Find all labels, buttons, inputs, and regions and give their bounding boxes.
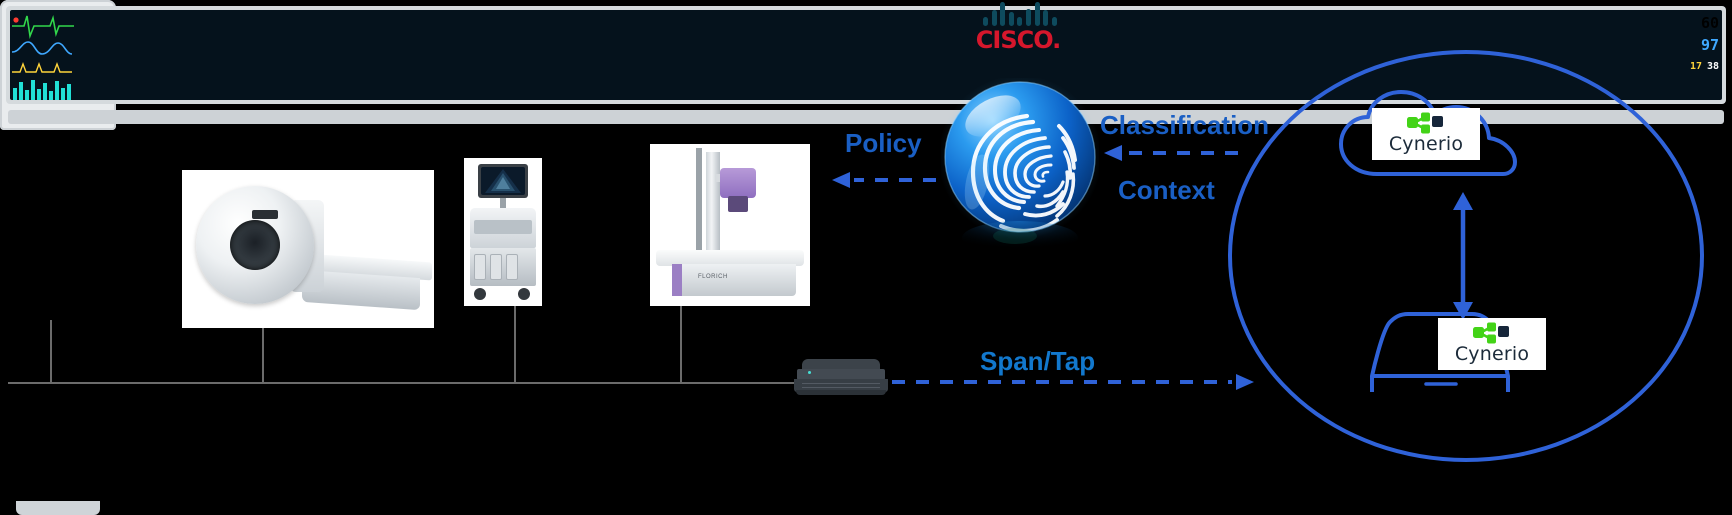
- ultrasound-monitor: [478, 164, 528, 198]
- cisco-bar-4: [1008, 12, 1014, 26]
- xray-plate-label: FLORICH: [698, 274, 728, 280]
- label-policy: Policy: [845, 128, 922, 158]
- ultrasound-probe-right: [506, 254, 518, 280]
- ultrasound-probe-left: [474, 254, 486, 280]
- label-classification: Classification: [1100, 110, 1270, 140]
- cisco-bar-5: [1017, 17, 1023, 26]
- fingerprint-sphere-svg: [938, 75, 1102, 255]
- ultrasound-wheel-left: [474, 288, 486, 300]
- cisco-logo: CISCO.: [965, 2, 1071, 54]
- cisco-wordmark: CISCO.: [975, 26, 1061, 54]
- cynerio-node-graph-icon: [1407, 112, 1443, 134]
- switch-port-row-1: [802, 383, 880, 384]
- arrow-classification: [1104, 145, 1238, 161]
- arrow-span-tap: [892, 374, 1254, 390]
- xray-accent-strip: [672, 264, 682, 296]
- switch-port-row-2: [802, 387, 880, 388]
- switch-front: [794, 379, 888, 392]
- xray-collimator: [728, 196, 748, 212]
- device-ct-scanner: [182, 170, 434, 328]
- xray-rail: [696, 148, 702, 264]
- cisco-bar-8: [1043, 10, 1049, 26]
- label-span-tap: Span/Tap: [980, 346, 1096, 376]
- fingerprint-sphere: [938, 75, 1102, 256]
- drop-line-x-ray: [680, 306, 682, 382]
- device-x-ray: FLORICH: [650, 144, 810, 306]
- vital-temp: 38: [1706, 61, 1719, 72]
- cisco-bar-9: [1051, 17, 1057, 26]
- monitor-waveforms: [11, 15, 74, 100]
- ultrasound-keyboard: [474, 220, 532, 234]
- ct-gantry-ring: [196, 186, 314, 304]
- drop-line-ultrasound: [514, 306, 516, 382]
- label-context: Context: [1118, 175, 1215, 205]
- device-ultrasound: [464, 158, 542, 306]
- drop-line-patient-monitor: [50, 320, 52, 382]
- cisco-bar-6: [1026, 9, 1031, 26]
- cynerio-cloud-wordmark: Cynerio: [1388, 133, 1464, 155]
- cisco-bar-2: [991, 10, 997, 26]
- ultrasound-probe-center: [490, 254, 502, 280]
- cynerio-cloud-logo-plate: Cynerio: [1372, 108, 1480, 160]
- device-network-switch: [794, 359, 888, 399]
- ultrasound-neck: [500, 198, 506, 208]
- switch-base-shadow: [796, 390, 886, 395]
- xray-table: [656, 250, 804, 266]
- cisco-bar-7: [1034, 2, 1040, 26]
- ultrasound-wheel-right: [518, 288, 530, 300]
- xray-column: [706, 152, 720, 264]
- ultrasound-image: [485, 169, 521, 193]
- cynerio-appliance-logo-plate: Cynerio: [1438, 318, 1546, 370]
- switch-status-led: [808, 371, 811, 374]
- xray-table-base: [672, 264, 796, 296]
- vital-resp: 17: [1689, 61, 1702, 72]
- ultrasound-screen: [481, 167, 525, 195]
- cynerio-appliance-wordmark: Cynerio: [1454, 343, 1530, 365]
- xray-tube-head: [720, 168, 756, 198]
- cynerio-platform-boundary: [1228, 50, 1704, 462]
- ct-badge: [252, 210, 278, 219]
- ct-bore: [230, 220, 280, 270]
- switch-body: [797, 369, 885, 380]
- cynerio-mark-icon-2: [1471, 322, 1513, 344]
- cisco-bar-1: [983, 17, 988, 26]
- drop-line-ct-scanner: [262, 328, 264, 382]
- cynerio-node-graph-icon-2: [1473, 322, 1509, 344]
- vital-spo2: 97: [1700, 36, 1719, 54]
- network-bus-line: [8, 382, 798, 384]
- vital-hr: 60: [1700, 14, 1719, 32]
- cynerio-mark-icon: [1405, 112, 1447, 134]
- monitor-foot: [16, 501, 100, 515]
- arrow-policy: [832, 172, 936, 188]
- cisco-bar-3: [1000, 2, 1006, 26]
- switch-top-face: [802, 359, 880, 371]
